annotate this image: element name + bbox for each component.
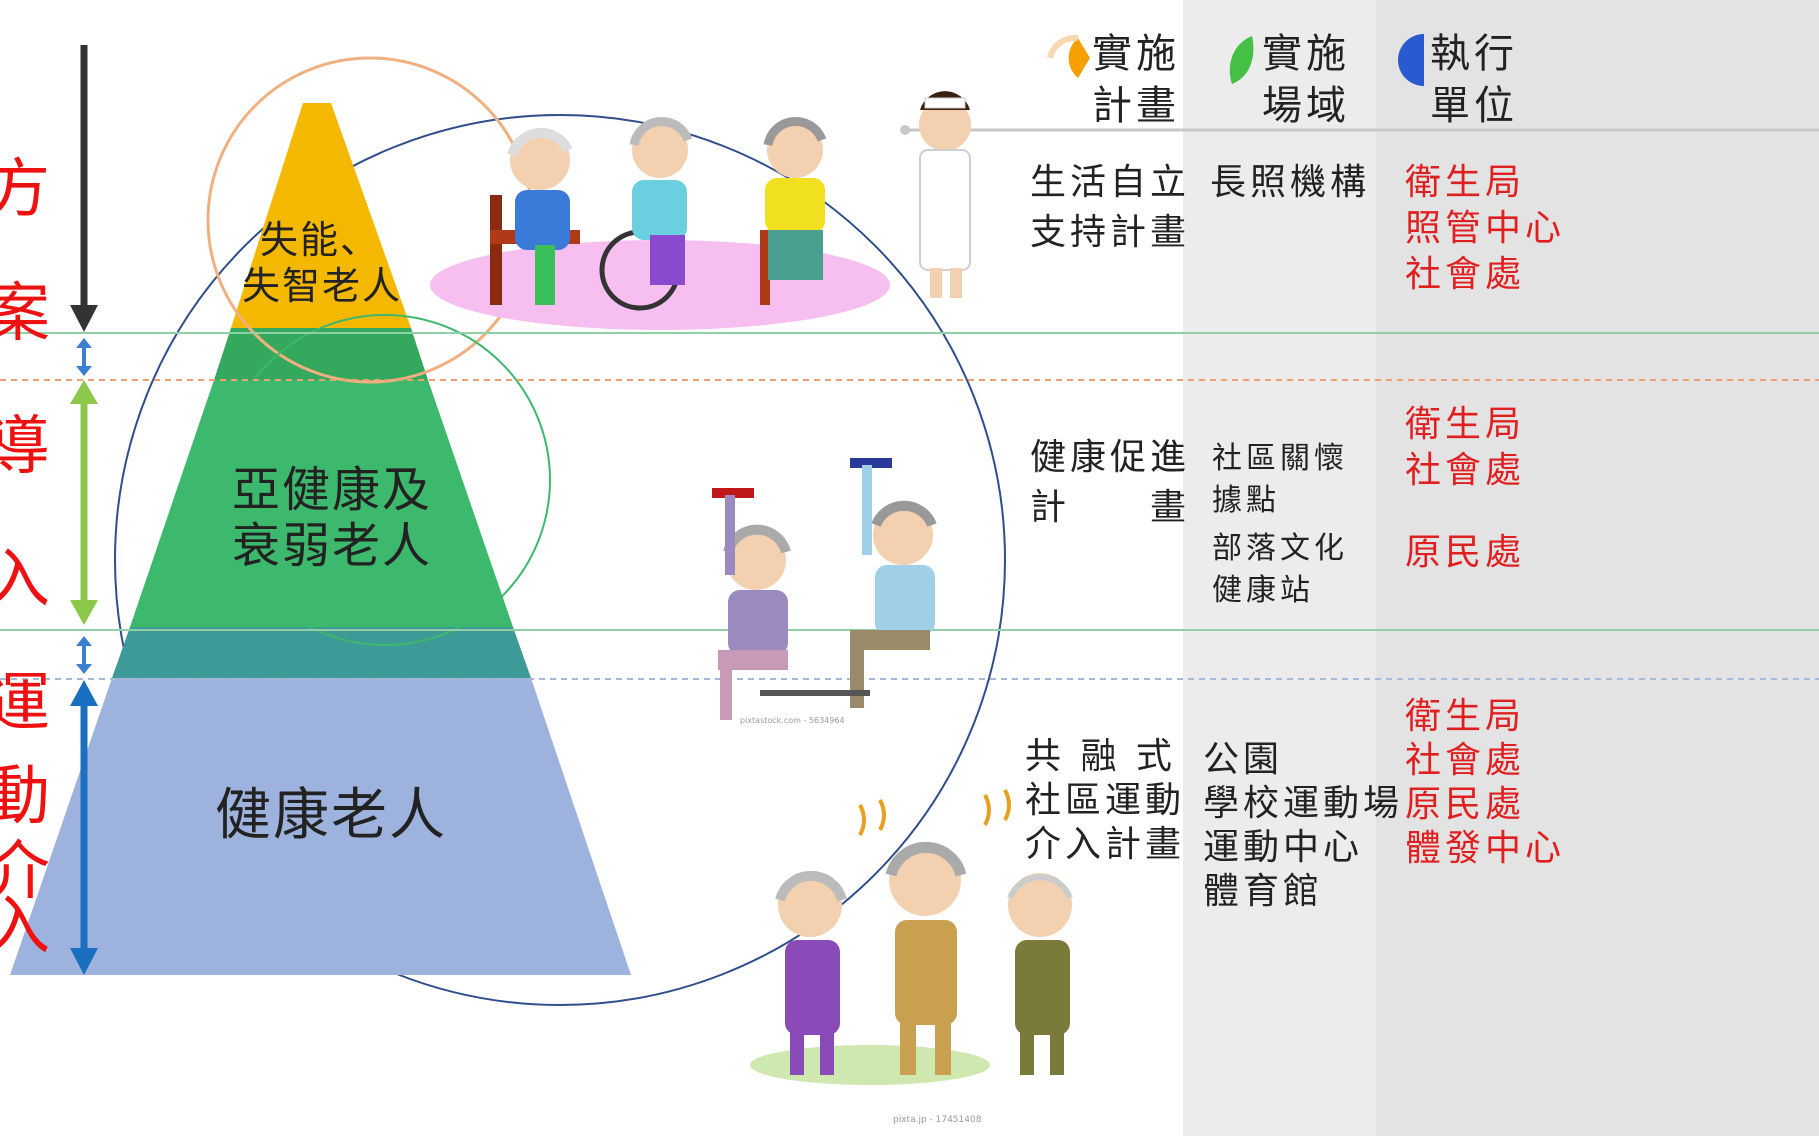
large-outline-circle bbox=[114, 114, 1006, 1006]
green-leaf-icon bbox=[1229, 36, 1254, 84]
plan-header-line1: 實施 bbox=[1092, 31, 1180, 77]
orange-half-circle-icon bbox=[1068, 38, 1090, 78]
green-outline-circle bbox=[219, 314, 551, 646]
header-rule-dot bbox=[900, 125, 910, 135]
green-band-upper bbox=[214, 328, 428, 380]
middle-row-venue-a: 社區關懷 據點 bbox=[1212, 441, 1348, 518]
left-column-char: 導 bbox=[0, 410, 50, 484]
unit-column-bg bbox=[1376, 0, 1819, 1136]
dumbbell-exercise-illustration bbox=[712, 458, 937, 720]
top-row-unit: 衛生局 照管中心 社會處 bbox=[1405, 162, 1566, 295]
top-tier-label: 失能、 失智老人 bbox=[242, 217, 402, 309]
middle-tier bbox=[130, 380, 513, 627]
middle-tier-label-line1: 亞健康及 bbox=[232, 462, 433, 518]
bottom-tier-label: 健康老人 bbox=[215, 783, 447, 848]
middle-row-unit-b: 原民處 bbox=[1405, 532, 1526, 573]
unit-header-line1: 執行 bbox=[1430, 31, 1518, 77]
bottom-watermark: pixta.jp - 17451408 bbox=[893, 1115, 982, 1125]
teal-band-lower bbox=[112, 627, 531, 678]
venue-column-bg bbox=[1183, 0, 1376, 1136]
top-row-venue: 長照機構 bbox=[1210, 162, 1371, 203]
venue-header-line2: 場域 bbox=[1262, 83, 1350, 129]
middle-watermark: pixtastock.com - 5634964 bbox=[740, 716, 845, 725]
venue-header-line1: 實施 bbox=[1262, 31, 1350, 77]
bottom-tier bbox=[10, 678, 631, 975]
bottom-row-unit: 衛生局 社會處 原民處 體發中心 bbox=[1405, 696, 1566, 869]
top-row-plan: 生活自立 支持計畫 bbox=[1030, 162, 1191, 253]
middle-row-plan: 健康促進 計 畫 bbox=[1030, 437, 1191, 528]
middle-row-venue-b: 部落文化 健康站 bbox=[1212, 531, 1348, 608]
top-tier-label-line1: 失能、 bbox=[260, 218, 381, 262]
left-column-char: 介 bbox=[0, 835, 50, 909]
blue-half-circle-icon bbox=[1398, 34, 1424, 86]
middle-row-unit-a: 衛生局 社會處 bbox=[1405, 404, 1526, 491]
left-column-char: 入 bbox=[0, 543, 50, 617]
middle-tier-label-line2: 衰弱老人 bbox=[232, 518, 433, 574]
middle-tier-label: 亞健康及 衰弱老人 bbox=[232, 462, 432, 574]
group-exercise-illustration bbox=[750, 789, 1073, 1085]
plan-header-line2: 計畫 bbox=[1092, 83, 1180, 129]
bottom-row-plan: 共 融 式 社區運動 介入計畫 bbox=[1025, 736, 1186, 865]
venue-header: 實施 場域 bbox=[1262, 28, 1350, 132]
care-scene-illustration bbox=[430, 91, 971, 330]
left-column-char: 動 bbox=[0, 760, 50, 834]
left-column-char: 運 bbox=[0, 667, 50, 741]
unit-header-line2: 單位 bbox=[1430, 83, 1518, 129]
top-tier-label-line2: 失智老人 bbox=[242, 264, 403, 308]
left-column-char: 方 bbox=[0, 153, 50, 227]
bottom-row-venue: 公園 學校運動場 運動中心 體育館 bbox=[1203, 739, 1404, 912]
top-tier bbox=[231, 103, 411, 328]
left-column-char: 入 bbox=[0, 890, 50, 964]
unit-header: 執行 單位 bbox=[1430, 28, 1518, 132]
left-arrows bbox=[70, 45, 98, 975]
plan-header: 實施 計畫 bbox=[1092, 28, 1180, 132]
left-column-char: 案 bbox=[0, 277, 50, 351]
